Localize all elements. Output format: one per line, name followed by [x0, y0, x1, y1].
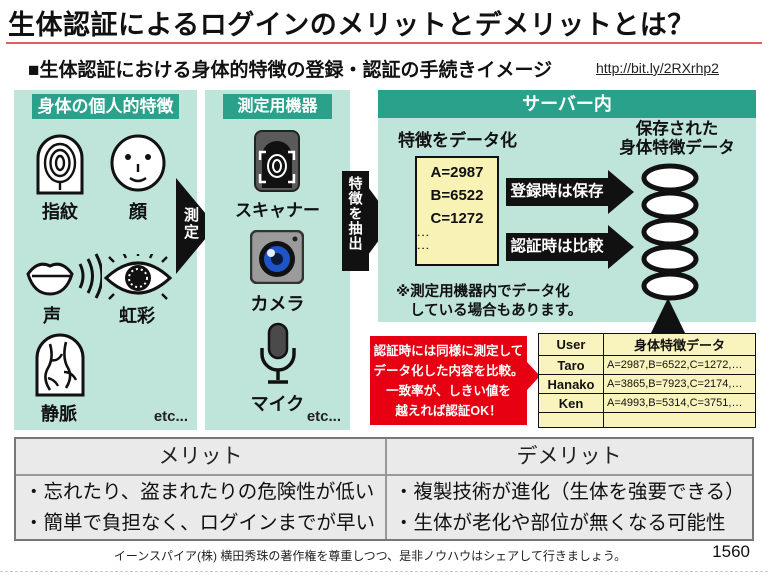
- panel-features-header: 身体の個人的特徴: [32, 94, 179, 119]
- table-row: Ken A=4993,B=5314,C=3751,…: [538, 393, 756, 413]
- data-value: C=1272: [430, 210, 484, 227]
- demerit-item: ・複製技術が進化（生体を強要できる）: [394, 481, 745, 503]
- database-icon: [640, 160, 700, 302]
- feature-label-fingerprint: 指紋: [42, 202, 78, 222]
- feature-label-face: 顔: [129, 202, 147, 222]
- devices-etc-label: etc...: [306, 408, 341, 425]
- scanner-icon: [254, 130, 300, 192]
- stored-data-title: 保存された 身体特徴データ: [598, 120, 756, 158]
- auth-callout-line: 認証時には同様に測定して: [373, 344, 524, 358]
- feature-label-iris: 虹彩: [119, 306, 155, 326]
- feature-label-vein: 静脈: [41, 404, 77, 424]
- merit-list: ・忘れたり、盗まれたりの危険性が低い ・簡単で負担なく、ログインまでが早い: [24, 477, 382, 539]
- auth-callout-line: データ化した内容を比較。: [373, 364, 524, 378]
- table-divider: [385, 439, 387, 539]
- stored-data-title-line1: 保存された: [635, 120, 719, 138]
- extract-arrow-label: 特徴を抽出: [347, 176, 364, 251]
- auth-callout-line: 越えれば認証OK！: [395, 404, 502, 418]
- panel-body-features: 身体の個人的特徴 指紋 顔: [14, 90, 197, 430]
- shortlink[interactable]: http://bit.ly/2RXrhp2: [596, 60, 719, 76]
- merit-header: メリット: [158, 445, 243, 468]
- device-label-scanner: スキャナー: [235, 201, 320, 220]
- auth-callout-line: 一致率が、しきい値を: [386, 384, 511, 398]
- demerit-item: ・生体が老化や部位が無くなる可能性: [394, 512, 726, 534]
- demerit-header: デメリット: [516, 445, 622, 468]
- section-heading: ■生体認証における身体的特徴の登録・認証の手続きイメージ: [28, 60, 553, 81]
- demerit-list: ・複製技術が進化（生体を強要できる） ・生体が老化や部位が無くなる可能性: [394, 477, 750, 539]
- merit-item: ・忘れたり、盗まれたりの危険性が低い: [24, 481, 375, 503]
- table-header-row: User 身体特徴データ: [538, 333, 756, 356]
- camera-icon: [250, 230, 304, 284]
- register-arrow-label: 登録時は保存: [506, 178, 608, 206]
- footer-credit: イーンスパイア(株) 横田秀珠の著作権を尊重しつつ、是非ノウハウはシェアして行き…: [113, 549, 627, 563]
- face-icon: [110, 134, 166, 192]
- digitize-title: 特徴をデータ化: [398, 131, 517, 150]
- microphone-icon: [258, 322, 298, 388]
- cell-user: Taro: [538, 355, 604, 375]
- fingerprint-icon: [34, 130, 86, 196]
- panel-server: サーバー内 特徴をデータ化 A=2987 B=6522 C=1272 ⋮⋮ 登録…: [378, 90, 756, 322]
- title-underline: [6, 42, 762, 44]
- vertical-ellipsis: ⋮⋮: [416, 229, 431, 255]
- server-note: ※測定用機器内でデータ化 している場合もあります。: [396, 283, 582, 321]
- table-row: Taro A=2987,B=6522,C=1272,…: [538, 355, 756, 375]
- table-row-empty: [538, 412, 756, 428]
- features-etc-label: etc...: [153, 408, 188, 425]
- register-arrowhead-icon: [608, 170, 634, 214]
- merit-item: ・簡単で負担なく、ログインまでが早い: [24, 512, 376, 534]
- server-note-line1: ※測定用機器内でデータ化: [396, 284, 570, 300]
- feature-label-voice: 声: [43, 306, 61, 326]
- merit-demerit-table: メリット デメリット ・忘れたり、盗まれたりの危険性が低い ・簡単で負担なく、ロ…: [14, 437, 754, 541]
- data-value: A=2987: [430, 164, 484, 181]
- panel-measuring-devices: 測定用機器 スキャナー カメラ: [205, 90, 350, 430]
- cell-user: Ken: [538, 393, 604, 413]
- col-header-feature-data: 身体特徴データ: [603, 333, 756, 356]
- verify-arrow-label: 認証時は比較: [506, 233, 608, 261]
- bottom-rule: [0, 571, 768, 572]
- feature-data-box: A=2987 B=6522 C=1272 ⋮⋮: [415, 156, 499, 266]
- voice-icon: [24, 252, 102, 302]
- vein-icon: [32, 330, 88, 398]
- page-title: 生体認証によるログインのメリットとデメリットとは？: [8, 10, 695, 40]
- verify-arrowhead-icon: [608, 225, 634, 269]
- device-label-camera: カメラ: [250, 294, 305, 314]
- col-header-user: User: [538, 333, 604, 356]
- panel-server-header: サーバー内: [378, 90, 756, 118]
- panel-devices-header: 測定用機器: [223, 94, 332, 119]
- measure-arrow-label: 測定: [182, 207, 199, 241]
- device-label-microphone: マイク: [250, 394, 305, 414]
- table-row: Hanako A=3865,B=7923,C=2174,…: [538, 374, 756, 394]
- stored-data-title-line2: 身体特徴データ: [619, 139, 735, 157]
- user-data-table: User 身体特徴データ Taro A=2987,B=6522,C=1272,……: [538, 333, 756, 428]
- table-divider: [16, 474, 752, 476]
- data-value: B=6522: [430, 187, 484, 204]
- extract-arrow-icon: 特徴を抽出: [342, 171, 369, 271]
- cell-user: Hanako: [538, 374, 604, 394]
- server-note-line2: している場合もあります。: [410, 303, 583, 319]
- auth-callout: 認証時には同様に測定して データ化した内容を比較。 一致率が、しきい値を 越えれ…: [370, 336, 527, 425]
- page-number: 1560: [712, 542, 750, 561]
- cell-data: A=4993,B=5314,C=3751,…: [603, 393, 756, 413]
- iris-icon: [100, 254, 176, 302]
- cell-data: A=2987,B=6522,C=1272,…: [603, 355, 756, 375]
- cell-data: A=3865,B=7923,C=2174,…: [603, 374, 756, 394]
